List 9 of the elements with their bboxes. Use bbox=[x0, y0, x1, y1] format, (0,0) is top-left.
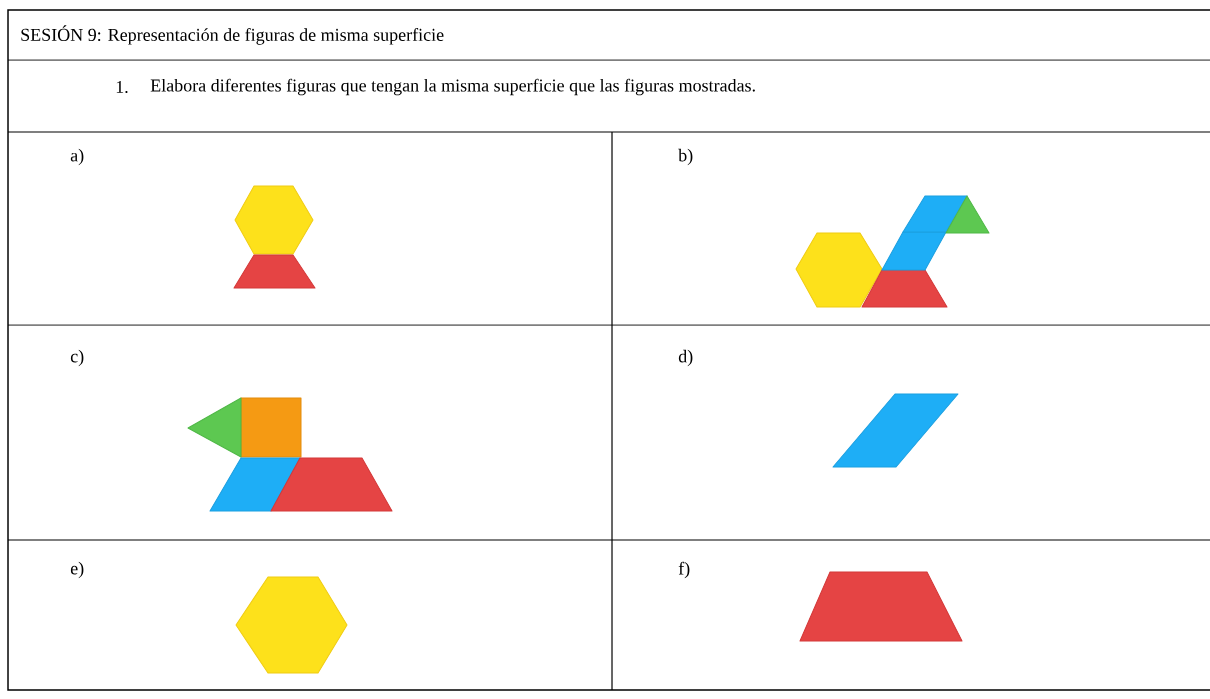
item-label: f) bbox=[678, 561, 690, 579]
item-label: e) bbox=[70, 561, 84, 579]
list-number: 1. bbox=[116, 80, 128, 94]
item-label: b) bbox=[678, 148, 693, 166]
item-label: a) bbox=[70, 148, 84, 166]
item-label: c) bbox=[70, 349, 84, 367]
heading: SESIÓN 9: Representación de figuras de misma superficie bbox=[21, 25, 444, 45]
item-label: d) bbox=[678, 349, 693, 367]
instruction: Elabora diferentes figuras que tengan la misma superficie que las figuras mostradas. bbox=[150, 78, 755, 96]
